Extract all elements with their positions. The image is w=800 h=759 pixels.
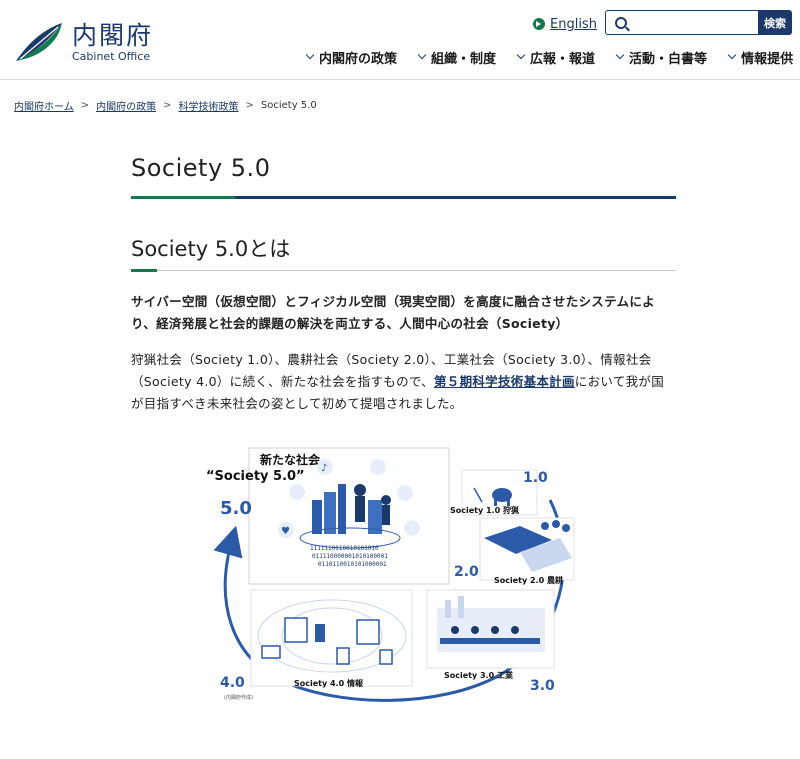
society-5-panel	[248, 447, 450, 585]
lead-text: サイバー空間（仮想空間）とフィジカル空間（現実空間）を高度に融合させたシステムに…	[131, 294, 655, 331]
section-title: Society 5.0とは	[131, 237, 291, 261]
chevron-down-icon	[615, 50, 625, 60]
search-box	[605, 10, 758, 35]
logo-text: 内閣府 Cabinet Office	[72, 22, 153, 64]
chevron-down-icon	[516, 50, 526, 60]
scale-icon	[289, 484, 305, 500]
label-5-0: 5.0	[220, 498, 252, 519]
breadcrumb-current: Society 5.0	[260, 100, 317, 111]
main-content: Society 5.0 Society 5.0とは サイバー空間（仮想空間）とフ…	[131, 145, 676, 415]
label-3-0: 3.0	[530, 678, 555, 694]
description-before: 狩猟社会（Society 1.0）、農耕社会（Society 2.0）、工業社会…	[131, 352, 652, 389]
english-link[interactable]: English	[533, 14, 597, 34]
logo-japanese: 内閣府	[72, 21, 154, 50]
breadcrumb-link-home[interactable]: 内閣府ホーム	[14, 102, 74, 113]
society-figure: 新たな社会 “Society 5.0” ♪ ♥ 1111110010010101…	[200, 440, 600, 710]
nav-label: 情報提供	[741, 51, 794, 67]
description-after: において我が国が目指すべき未来社会の姿として初めて提唱されました。	[131, 374, 665, 411]
caption-society-1: Society 1.0 狩猟	[450, 505, 519, 515]
leaf-logo-icon	[16, 23, 62, 61]
society-3-panel: Society 3.0 工業 3.0	[426, 589, 555, 694]
nav-item-activities[interactable]: 活動・白書等	[615, 46, 708, 68]
svg-text:♪: ♪	[321, 463, 327, 474]
nav-label: 内閣府の政策	[319, 51, 398, 67]
breadcrumb-separator: >	[80, 100, 90, 111]
binary-line-3: 0110110010101000001	[318, 561, 387, 568]
title-rule	[131, 196, 676, 199]
figure-source: (内閣府作成)	[224, 694, 253, 701]
nav-item-information[interactable]: 情報提供	[727, 46, 794, 68]
global-nav: 内閣府の政策 組織・制度 広報・報道 活動・白書等 情報提供	[305, 46, 794, 68]
breadcrumb: 内閣府ホーム > 内閣府の政策 > 科学技術政策 > Society 5.0	[14, 98, 317, 113]
search-icon	[615, 16, 627, 29]
logo-english: Cabinet Office	[72, 50, 151, 63]
society-1-panel: 1.0 Society 1.0 狩猟	[450, 469, 548, 516]
binary-line-1: 1111110010010101010	[310, 545, 379, 552]
cycle-arrow	[213, 499, 566, 702]
nav-item-press[interactable]: 広報・報道	[516, 46, 596, 68]
label-1-0: 1.0	[523, 470, 548, 486]
drone-icon	[404, 520, 420, 536]
nav-label: 組織・制度	[431, 51, 497, 67]
gear-icon	[370, 459, 386, 475]
chevron-down-icon	[727, 50, 737, 60]
arrow-circle-icon	[533, 18, 545, 30]
label-4-0: 4.0	[220, 675, 245, 691]
description-text: 狩猟社会（Society 1.0）、農耕社会（Society 2.0）、工業社会…	[131, 349, 676, 415]
page-title: Society 5.0	[131, 154, 271, 182]
figure-title-line2: “Society 5.0”	[206, 469, 305, 484]
svg-text:♥: ♥	[281, 526, 290, 537]
search-button[interactable]: 検索	[758, 10, 792, 35]
basic-plan-link[interactable]: 第５期科学技術基本計画	[433, 374, 575, 389]
breadcrumb-separator: >	[163, 100, 172, 111]
society-2-panel: 2.0 Society 2.0 農耕	[454, 517, 575, 585]
nav-item-organization[interactable]: 組織・制度	[417, 46, 497, 68]
nav-label: 活動・白書等	[629, 51, 708, 67]
breadcrumb-separator: >	[245, 100, 254, 111]
search-input[interactable]	[633, 12, 758, 33]
society-4-panel: Society 4.0 情報	[250, 589, 413, 688]
caption-society-2: Society 2.0 農耕	[494, 575, 563, 585]
chevron-down-icon	[305, 50, 315, 60]
label-2-0: 2.0	[454, 564, 479, 580]
section-rule	[131, 269, 676, 272]
caption-society-3: Society 3.0 工業	[444, 670, 514, 680]
chevron-down-icon	[417, 50, 427, 60]
english-label: English	[550, 16, 597, 32]
breadcrumb-link-science[interactable]: 科学技術政策	[178, 102, 239, 113]
binary-line-2: 011110000001010100001	[312, 553, 388, 560]
factory-icon	[397, 485, 413, 501]
figure-title-line1: 新たな社会	[260, 452, 321, 467]
breadcrumb-link-policies[interactable]: 内閣府の政策	[96, 102, 157, 113]
nav-label: 広報・報道	[530, 51, 596, 67]
site-header: 内閣府 Cabinet Office English 検索 内閣府の政策 組織・…	[0, 0, 800, 80]
heart-icon	[278, 522, 294, 538]
nav-item-policies[interactable]: 内閣府の政策	[305, 46, 398, 68]
cabinet-office-logo[interactable]: 内閣府 Cabinet Office	[14, 18, 164, 68]
society-5-illustration: ♪ ♥ 1111110010010101010 0111100000010101…	[278, 459, 420, 568]
caption-society-4: Society 4.0 情報	[294, 678, 364, 688]
music-icon	[317, 459, 333, 475]
society-diagram: 新たな社会 “Society 5.0” ♪ ♥ 1111110010010101…	[206, 447, 575, 702]
